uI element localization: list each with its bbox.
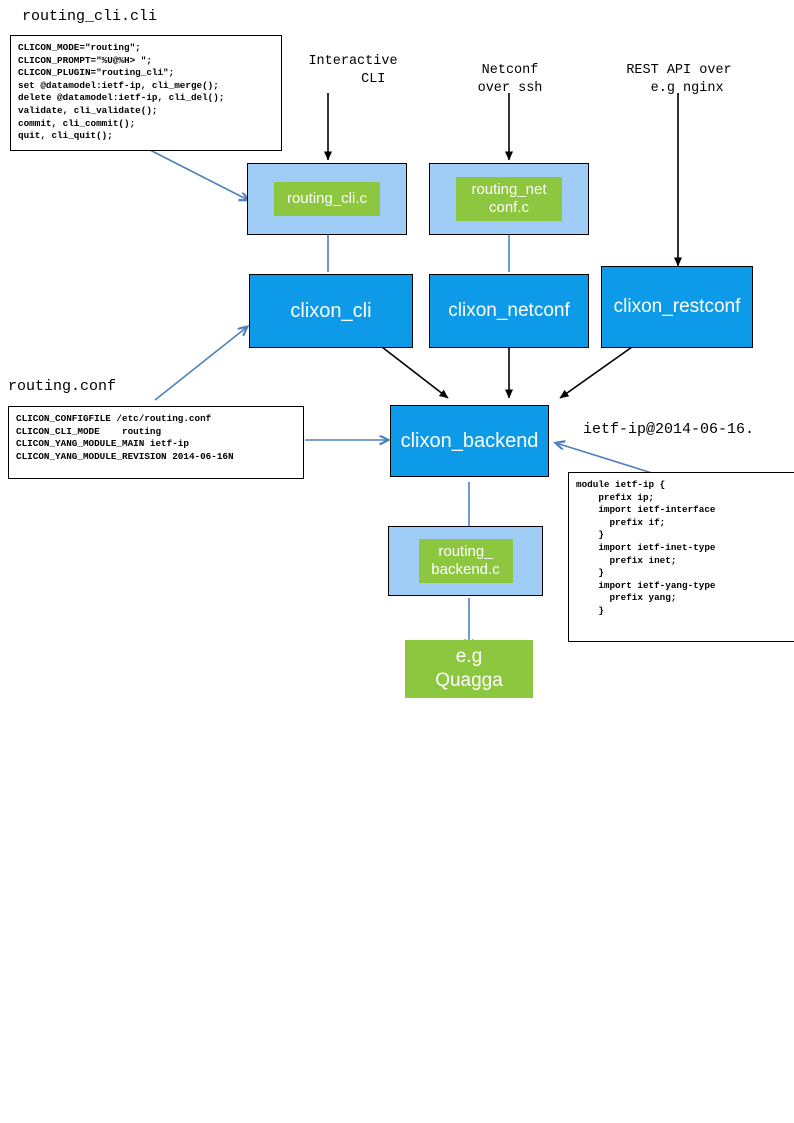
- routing-daemon-box: e.g Quagga: [405, 640, 533, 698]
- input-label-interactive-cli: Interactive CLI: [308, 54, 398, 87]
- routing-backend-plugin-container: routing_ backend.c: [388, 526, 543, 596]
- cli-config-box: CLICON_MODE="routing"; CLICON_PROMPT="%U…: [10, 35, 282, 151]
- yang-config-box: module ietf-ip { prefix ip; import ietf-…: [568, 472, 794, 642]
- input-label-netconf: Netconf over ssh: [477, 63, 543, 96]
- input-label-restconf: REST API over e.g nginx: [626, 63, 732, 96]
- clixon-cli-box[interactable]: clixon_cli: [249, 274, 413, 348]
- clixon-backend-box[interactable]: clixon_backend: [390, 405, 549, 477]
- routing-cli-plugin-label: routing_cli.c: [274, 182, 380, 216]
- conf-config-title: routing.conf: [8, 378, 117, 395]
- black-flow-arrows: [324, 93, 682, 399]
- routing-netconf-plugin-label: routing_net conf.c: [456, 177, 562, 221]
- conf-config-box: CLICON_CONFIGFILE /etc/routing.conf CLIC…: [8, 406, 304, 479]
- routing-backend-plugin-label: routing_ backend.c: [418, 539, 513, 583]
- routing-netconf-plugin-container: routing_net conf.c: [429, 163, 589, 235]
- routing-cli-plugin-container: routing_cli.c: [247, 163, 407, 235]
- clixon-netconf-box[interactable]: clixon_netconf: [429, 274, 589, 348]
- clixon-restconf-box[interactable]: clixon_restconf: [601, 266, 753, 348]
- yang-config-title: ietf-ip@2014-06-16.: [583, 421, 755, 438]
- cli-config-title: routing_cli.cli: [22, 8, 158, 25]
